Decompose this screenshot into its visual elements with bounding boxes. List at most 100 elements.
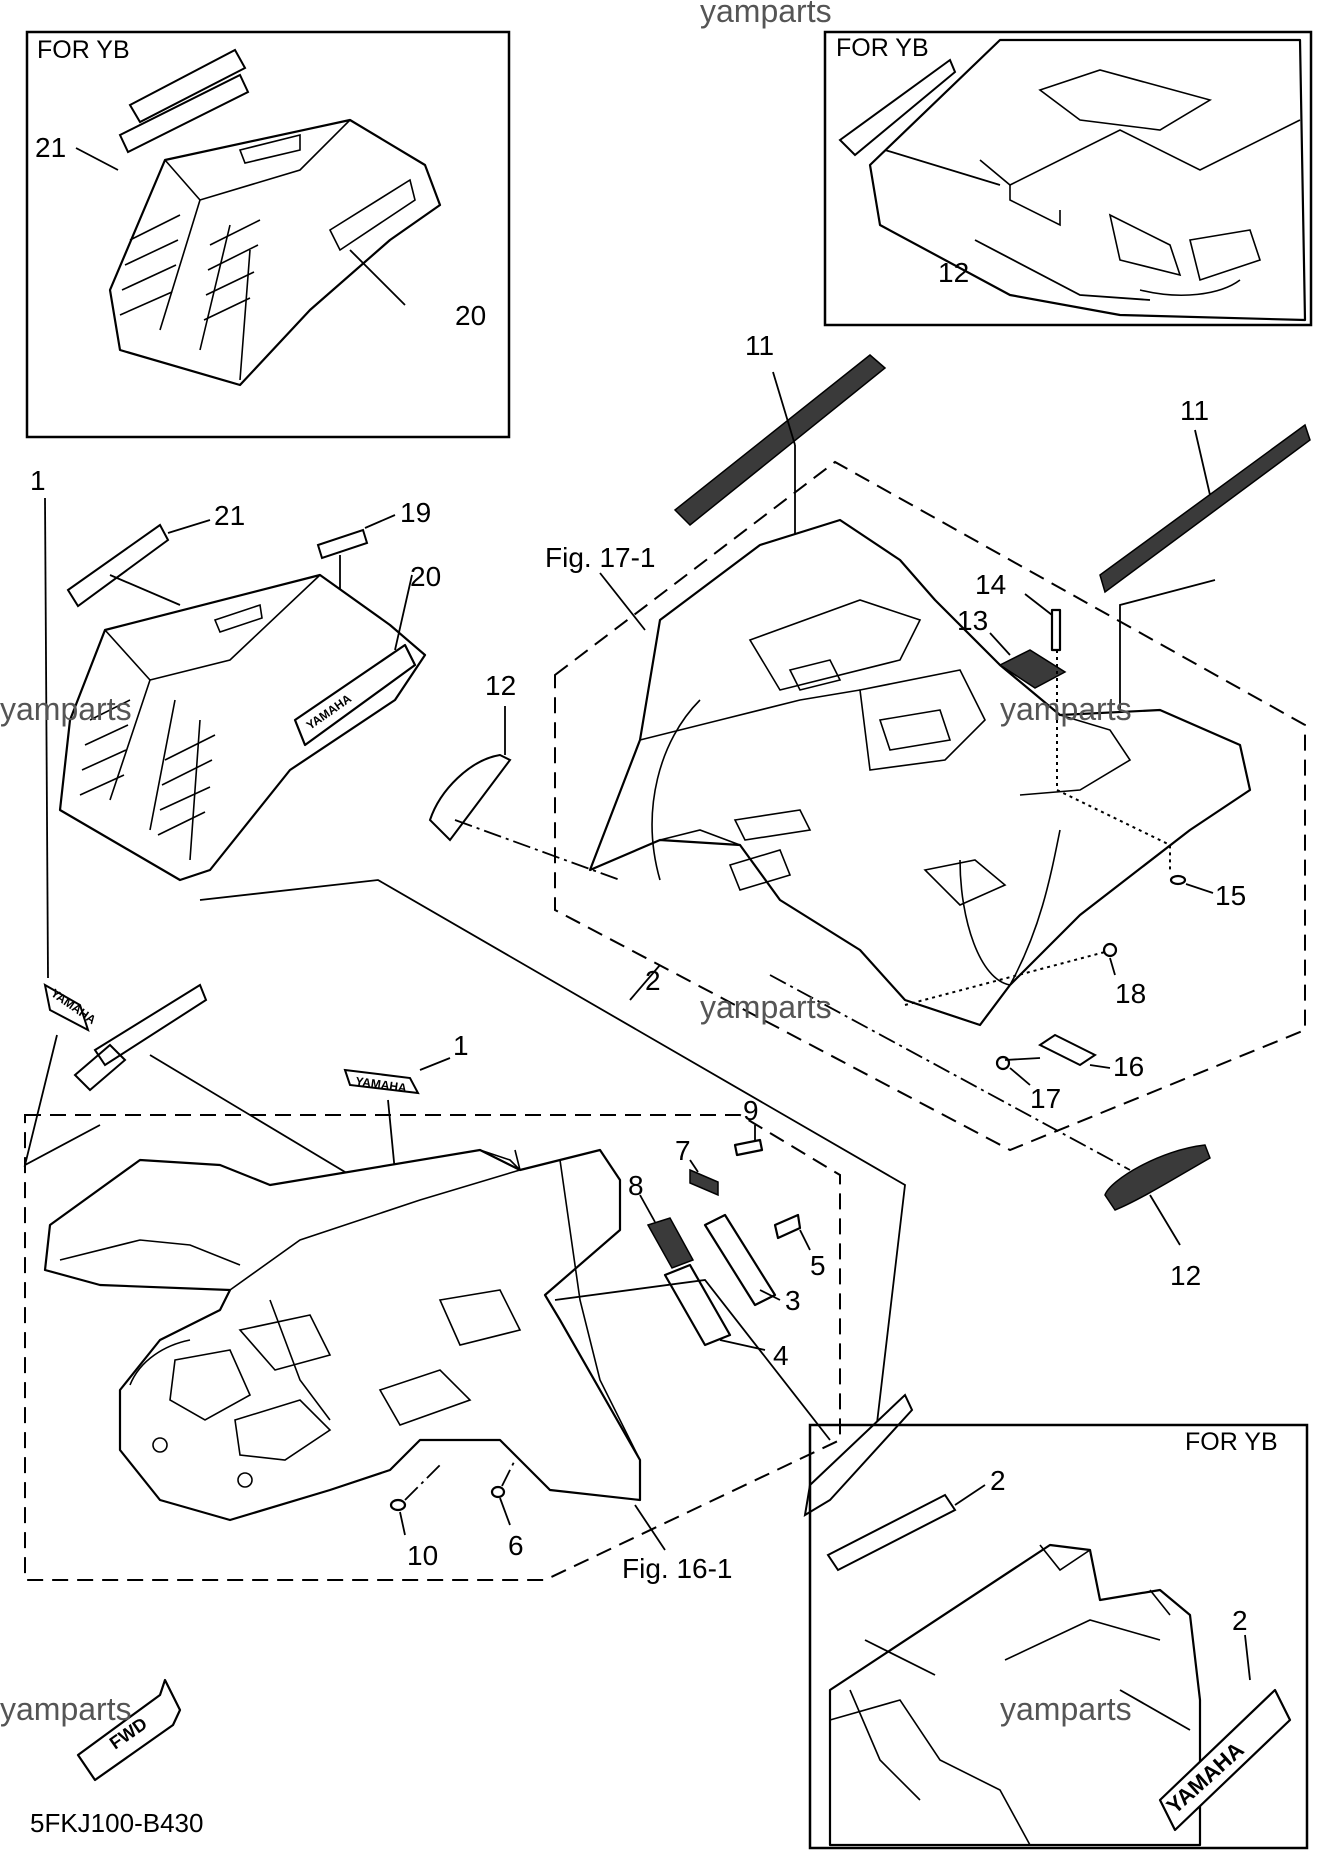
nut-10: [389, 1498, 407, 1512]
leader: [629, 964, 661, 1001]
plate-8: [646, 1217, 695, 1269]
inset-frame: [25, 30, 511, 439]
leader: [954, 1484, 986, 1506]
watermark: yamparts: [1000, 1691, 1132, 1727]
rear-fender-body: [588, 518, 1252, 1027]
nut-6: [490, 1485, 506, 1499]
leader: [1119, 1689, 1191, 1731]
leader: [1149, 1194, 1181, 1246]
front-fender-detail: [828, 1543, 1202, 1847]
callout-4: 4: [773, 1340, 789, 1371]
watermark: yamparts: [0, 1691, 132, 1727]
leader: [349, 249, 406, 306]
leader: [364, 514, 396, 529]
decal-12: [1104, 1144, 1211, 1211]
plate-13: [998, 649, 1067, 689]
leader: [399, 1511, 406, 1536]
callout-8: 8: [628, 1170, 644, 1201]
decal-2: [803, 1393, 914, 1517]
leader: [454, 819, 621, 881]
inset-top-left: FOR YB 21 20: [25, 30, 511, 439]
leader: [109, 574, 181, 606]
leader: [23, 1034, 101, 1167]
leader: [1194, 429, 1211, 496]
leader: [989, 632, 1011, 656]
watermark: yamparts: [0, 691, 132, 727]
leader: [419, 1057, 451, 1071]
nut-15: [1169, 874, 1187, 886]
callout-2: 2: [990, 1465, 1006, 1496]
leader: [554, 1279, 831, 1441]
diagram-code: 5FKJ100-B430: [30, 1808, 203, 1838]
fig-ref-17-1: Fig. 17-1: [545, 542, 656, 573]
callout-13: 13: [957, 605, 988, 636]
inset-top-right: FOR YB 12: [823, 30, 1313, 327]
callout-15: 15: [1215, 880, 1246, 911]
inset-frame: [808, 1423, 1309, 1850]
callout-12: 12: [485, 670, 516, 701]
callout-5: 5: [810, 1250, 826, 1281]
rear-fender-group: 12 12 14 13 15 18 16 17 Fig. 17-1 11: [428, 330, 1311, 1291]
plate-3: [703, 1213, 777, 1307]
leader: [149, 1054, 376, 1191]
callout-19: 19: [400, 497, 431, 528]
rear-cover-20: [108, 118, 442, 387]
leader: [634, 1504, 666, 1551]
callout-14: 14: [975, 569, 1006, 600]
leader: [772, 371, 796, 446]
bolt-14: [1050, 608, 1062, 652]
leader: [394, 574, 413, 651]
leader: [1185, 883, 1214, 894]
leader: [1004, 1057, 1041, 1061]
screw-17: [995, 1055, 1011, 1071]
decal-21: [66, 523, 170, 608]
leader-2: [199, 879, 906, 1441]
screw-9: [733, 1138, 764, 1157]
leader: [769, 974, 1131, 1171]
callout-16: 16: [1113, 1051, 1144, 1082]
leader: [1056, 650, 1171, 872]
callout-21: 21: [214, 500, 245, 531]
fig-17-1-frame: [554, 460, 1306, 1152]
screw-5: [773, 1213, 802, 1240]
decal-2-strip: [826, 1493, 957, 1572]
inset-title: FOR YB: [1185, 1428, 1278, 1456]
callout-2: 2: [1232, 1605, 1248, 1636]
callout-1: 1: [30, 465, 46, 496]
leader: [75, 147, 119, 171]
decal-11: [673, 354, 887, 527]
watermark: yamparts: [1000, 691, 1132, 727]
decal-21-strip: [118, 48, 250, 154]
callout-20: 20: [455, 300, 486, 331]
fig-ref-16-1: Fig. 16-1: [622, 1553, 733, 1584]
leader: [1089, 1064, 1111, 1069]
rivet-18: [1102, 942, 1118, 958]
leader: [1244, 1634, 1251, 1681]
watermark: yamparts: [700, 0, 832, 29]
callout-21: 21: [35, 132, 66, 163]
rear-fender-detail: [868, 38, 1307, 322]
yamaha-decal-2: [1158, 1688, 1292, 1832]
inset-bottom-right: FOR YB 2 YAMAHA 2: [808, 1423, 1309, 1850]
front-fender-body: [43, 1148, 642, 1522]
inset-title: FOR YB: [836, 34, 929, 62]
callout-2: 2: [645, 965, 661, 996]
callout-17: 17: [1030, 1083, 1061, 1114]
decal-19: [316, 528, 369, 560]
decal-12-strip: [838, 58, 957, 157]
decal-2: [73, 983, 208, 1092]
leader: [639, 1194, 656, 1223]
leader: [884, 149, 1001, 186]
plate-7: [689, 1168, 719, 1197]
leader: [499, 1497, 511, 1526]
leader: [1024, 593, 1053, 616]
carrier-cover-20: YAMAHA: [58, 573, 427, 882]
callout-12: 12: [1170, 1260, 1201, 1291]
leader: [404, 1464, 441, 1501]
callout-6: 6: [508, 1530, 524, 1561]
leader: [799, 1229, 811, 1251]
callout-7: 7: [675, 1135, 691, 1166]
leader: [1009, 1067, 1031, 1086]
leader: [759, 1289, 781, 1301]
